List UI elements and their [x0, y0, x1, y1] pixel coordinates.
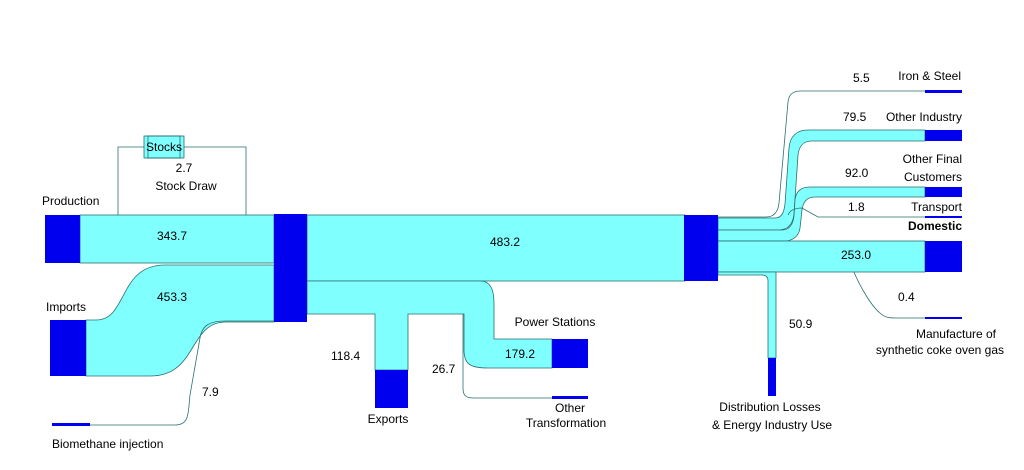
stock-draw-label: Stock Draw [155, 179, 217, 193]
other-industry-value: 79.5 [843, 110, 867, 124]
biomethane-value: 7.9 [202, 385, 219, 399]
other-transformation-label-line1: Other [555, 401, 585, 415]
imports-label: Imports [46, 300, 86, 314]
stocks-box-cap-right [179, 135, 185, 159]
iron-steel-label: Iron & Steel [898, 69, 961, 83]
transport-label: Transport [911, 200, 963, 214]
production-node [45, 215, 80, 263]
other-industry-flow [717, 129, 926, 231]
main-trunk-flow [306, 214, 686, 282]
distribution-losses-node [768, 358, 776, 396]
imports-value: 453.3 [157, 290, 187, 304]
lower-branch-flow [306, 280, 553, 371]
biomethane-label: Biomethane injection [52, 437, 163, 451]
stock-draw-value: 2.7 [176, 161, 193, 175]
biomethane-flow [90, 320, 274, 426]
production-value: 343.7 [157, 229, 187, 243]
distribution-losses-flow [717, 271, 777, 359]
distribution-losses-label-line2: & Energy Industry Use [712, 418, 832, 432]
domestic-label: Domestic [908, 219, 962, 233]
stocks-box-cap-left [143, 135, 149, 159]
power-stations-node [552, 339, 588, 368]
power-stations-label: Power Stations [515, 315, 596, 329]
other-transformation-value: 26.7 [432, 362, 456, 376]
transport-value: 1.8 [848, 200, 865, 214]
distribution-hub-node [684, 215, 718, 281]
iron-steel-value: 5.5 [853, 71, 870, 85]
exports-value: 118.4 [331, 349, 360, 363]
coke-oven-flow [853, 271, 962, 319]
central-hub-node [274, 214, 307, 322]
production-flow [79, 214, 275, 264]
biomethane-node [52, 423, 90, 426]
main-flow-value: 483.2 [490, 235, 520, 249]
coke-oven-label-line1: Manufacture of [916, 327, 997, 341]
domestic-value: 253.0 [841, 248, 871, 262]
iron-steel-flow [718, 90, 925, 218]
imports-flow [85, 264, 275, 377]
power-stations-value: 179.2 [505, 347, 535, 361]
other-transformation-label-line2: Transformation [526, 416, 606, 430]
transport-flow [787, 207, 925, 218]
coke-oven-label-line2: synthetic coke oven gas [876, 343, 1004, 357]
coke-oven-value: 0.4 [898, 290, 915, 304]
other-industry-node [925, 130, 962, 141]
exports-node [375, 370, 408, 408]
other-final-customers-label-line2: Customers [904, 170, 962, 184]
transport-node [925, 216, 962, 218]
other-industry-label: Other Industry [886, 110, 962, 124]
production-label: Production [42, 194, 99, 208]
other-final-customers-node [925, 187, 962, 197]
distribution-losses-label-line1: Distribution Losses [719, 400, 820, 414]
imports-node [50, 320, 86, 376]
other-final-customers-value: 92.0 [845, 166, 869, 180]
other-transformation-flow [462, 314, 552, 399]
domestic-node [925, 241, 962, 272]
exports-label: Exports [368, 412, 409, 426]
other-transformation-node [552, 396, 588, 399]
stock-draw-loop [117, 146, 247, 215]
distribution-losses-value: 50.9 [789, 317, 813, 331]
iron-steel-node [925, 90, 962, 93]
other-final-customers-label-line1: Other Final [903, 152, 962, 166]
other-final-customers-flow [717, 186, 926, 242]
coke-oven-node [925, 317, 962, 319]
domestic-flow [717, 240, 926, 273]
stocks-label: Stocks [146, 140, 182, 154]
